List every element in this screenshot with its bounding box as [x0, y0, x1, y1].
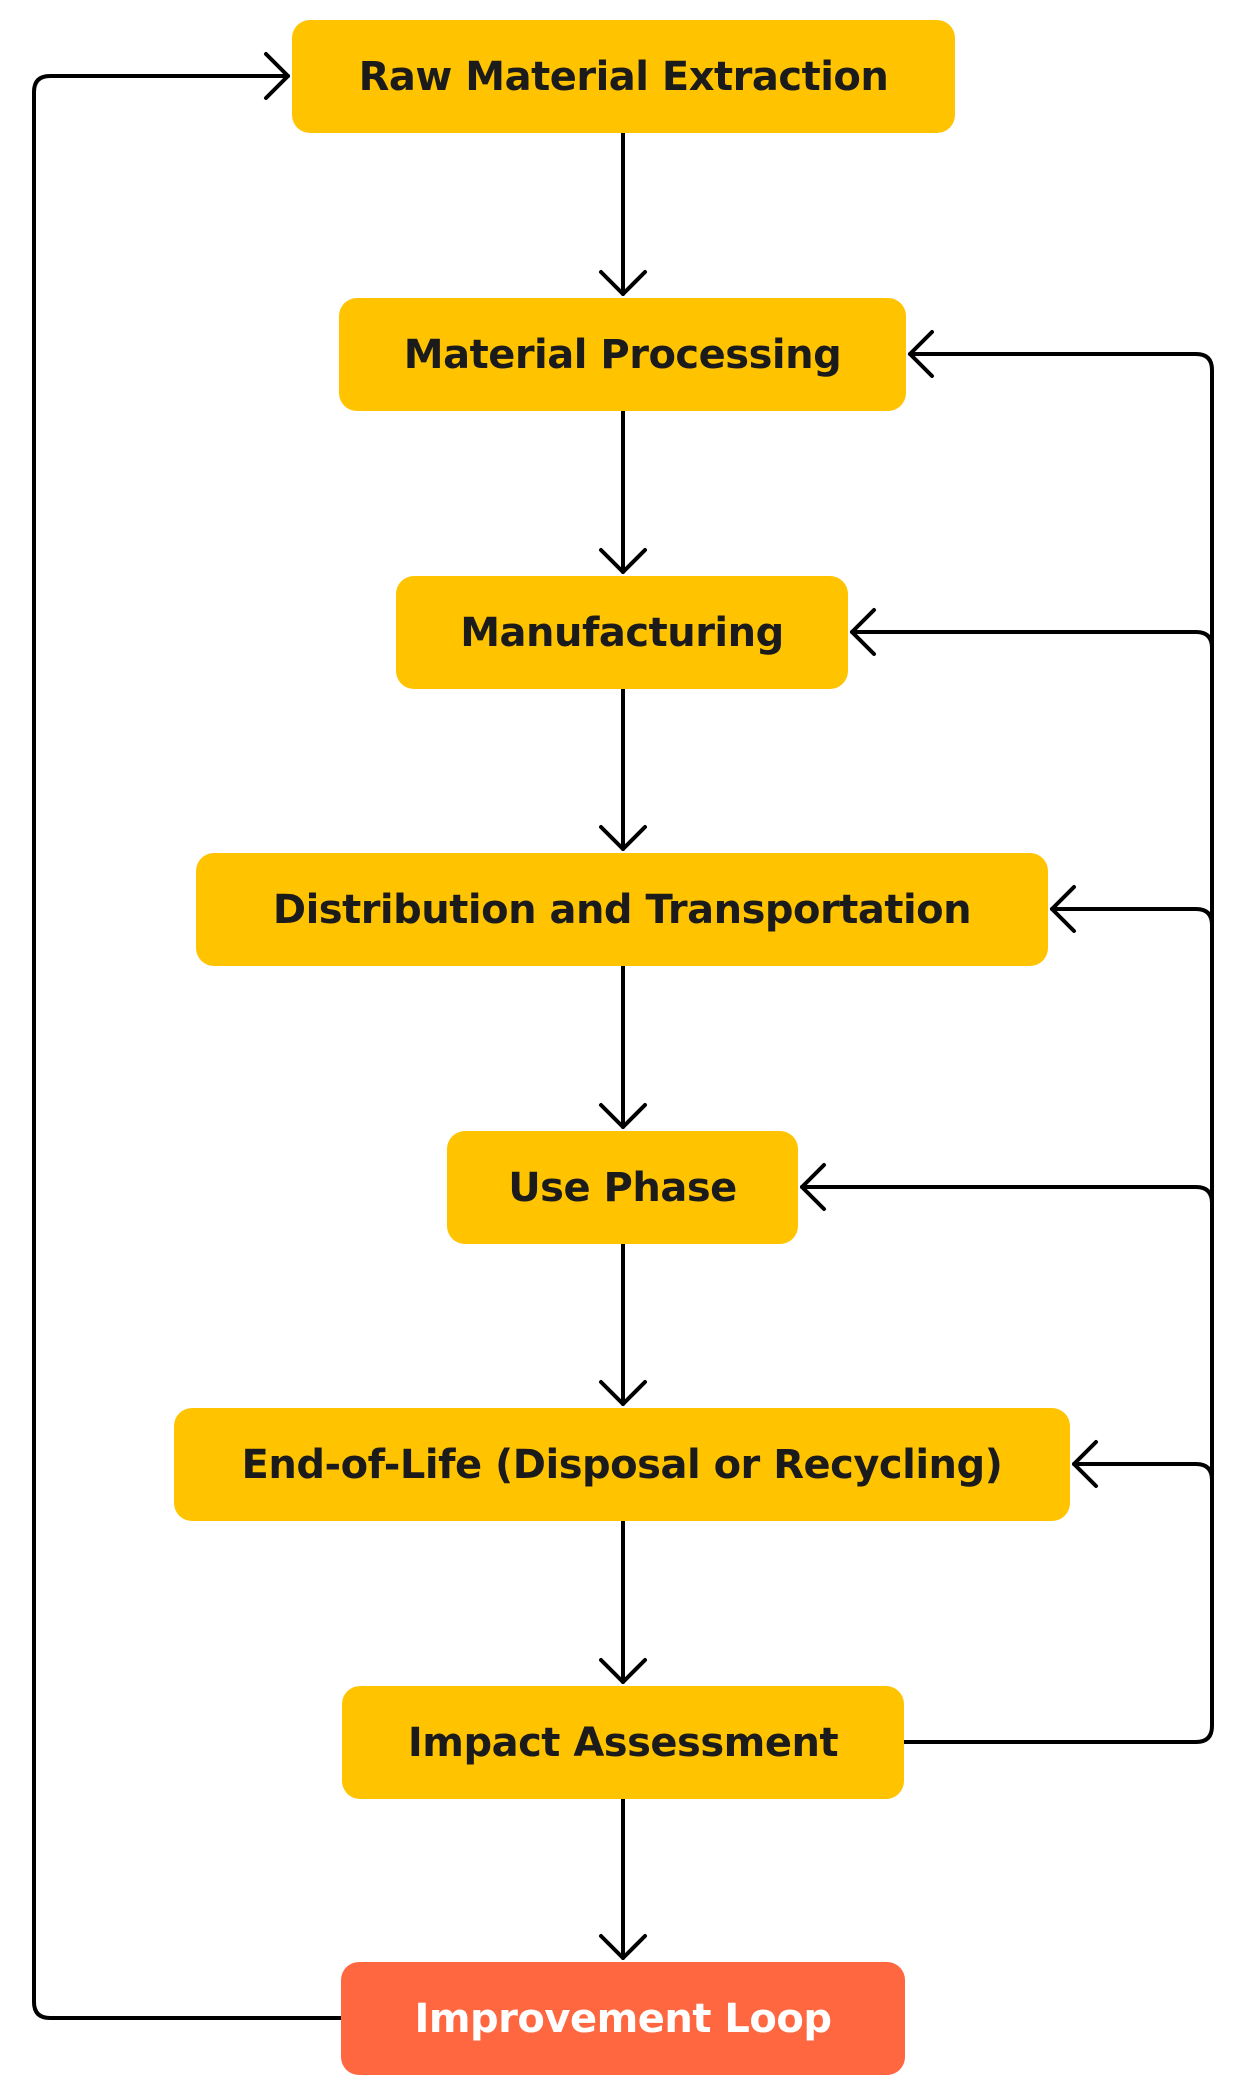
end-of-life-label: End-of-Life (Disposal or Recycling) [241, 1441, 1003, 1488]
impact-assessment-label: Impact Assessment [407, 1719, 839, 1766]
feedback-arrowhead-use-phase [800, 1163, 826, 1211]
use-phase-node: Use Phase [447, 1131, 798, 1244]
arrow-end-of-life-to-impact [599, 1519, 647, 1684]
improvement-return-arrowhead [264, 52, 290, 100]
arrow-impact-to-improvement [599, 1797, 647, 1960]
manufacturing-node: Manufacturing [396, 576, 848, 689]
arrow-processing-to-manufacturing [599, 409, 647, 574]
feedback-trunk-line [902, 352, 1214, 1744]
arrow-manufacturing-to-distribution [599, 687, 647, 851]
impact-assessment-node: Impact Assessment [342, 1686, 904, 1799]
feedback-arrowhead-end-of-life [1072, 1440, 1098, 1488]
feedback-branch-end-of-life [1072, 1462, 1214, 1482]
feedback-arrowhead-manufacturing [850, 608, 876, 656]
improvement-loop-label: Improvement Loop [414, 1995, 832, 2042]
arrow-raw-to-processing [599, 131, 647, 296]
material-processing-label: Material Processing [403, 331, 842, 378]
distribution-transportation-label: Distribution and Transportation [272, 886, 972, 933]
arrow-use-to-end-of-life [599, 1242, 647, 1406]
use-phase-label: Use Phase [508, 1164, 737, 1211]
end-of-life-node: End-of-Life (Disposal or Recycling) [174, 1408, 1070, 1521]
feedback-arrowhead-distribution [1050, 885, 1076, 933]
raw-material-extraction-node: Raw Material Extraction [292, 20, 955, 133]
raw-material-extraction-label: Raw Material Extraction [358, 53, 889, 100]
feedback-branch-distribution [1050, 907, 1214, 927]
improvement-return-line [32, 74, 343, 2020]
feedback-branch-use-phase [800, 1185, 1214, 1205]
manufacturing-label: Manufacturing [460, 609, 784, 656]
material-processing-node: Material Processing [339, 298, 906, 411]
feedback-arrowhead-processing [908, 330, 934, 378]
feedback-branch-manufacturing [850, 630, 1214, 650]
distribution-transportation-node: Distribution and Transportation [196, 853, 1048, 966]
improvement-loop-node: Improvement Loop [341, 1962, 905, 2075]
arrow-distribution-to-use [599, 964, 647, 1129]
